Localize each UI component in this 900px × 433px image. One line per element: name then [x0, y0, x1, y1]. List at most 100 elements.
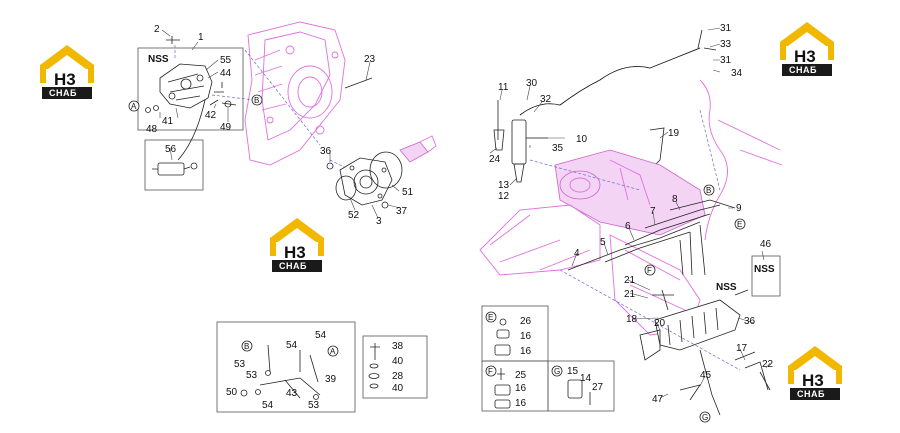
nss-label-2: NSS — [754, 264, 775, 275]
callout: 16 — [520, 331, 532, 342]
callout: 6 — [625, 221, 631, 232]
ref-marker-E: E — [734, 218, 746, 230]
injector-10 — [511, 119, 548, 183]
callout: 5 — [600, 237, 606, 248]
bracket-19 — [649, 127, 665, 167]
callout: 8 — [672, 194, 678, 205]
linkage-parts — [240, 344, 321, 400]
svg-text:A: A — [330, 347, 336, 356]
nss-label-1: NSS — [148, 54, 169, 65]
ref-marker-G: G — [551, 365, 563, 377]
guide-lines-left — [174, 45, 361, 176]
callout: 54 — [286, 340, 298, 351]
vent-lines — [717, 119, 783, 166]
leader-lines — [159, 27, 771, 399]
svg-text:E: E — [488, 313, 493, 322]
callout: 17 — [736, 343, 748, 354]
ref-marker-E: E — [485, 311, 497, 323]
callout: 50 — [226, 387, 238, 398]
callout: 20 — [654, 318, 666, 329]
callout: 49 — [220, 122, 232, 133]
callout: 13 — [498, 180, 510, 191]
callout: 46 — [760, 239, 772, 250]
callout: 51 — [402, 187, 414, 198]
callout: 56 — [165, 144, 177, 155]
group-box-linkage — [216, 321, 356, 413]
ref-marker-G: G — [699, 411, 711, 423]
callout: 39 — [325, 374, 337, 385]
callout-numbers: 2 1 55 44 41 42 48 49 56 23 36 51 52 3 3… — [146, 23, 774, 411]
callout: 36 — [320, 146, 332, 157]
callout: 34 — [731, 68, 743, 79]
group-box-nss-upper — [137, 47, 244, 131]
callout: 10 — [576, 134, 588, 145]
svg-text:СНАБ: СНАБ — [279, 261, 307, 271]
svg-text:H3: H3 — [284, 243, 306, 262]
svg-text:СНАБ: СНАБ — [49, 88, 77, 98]
svg-text:B: B — [254, 96, 259, 105]
bolt-22 — [759, 371, 771, 391]
callout: 48 — [146, 124, 158, 135]
watermark-logo: H3 СНАБ — [40, 45, 94, 99]
svg-text:B: B — [244, 342, 249, 351]
callout: 40 — [392, 383, 404, 394]
callout: 33 — [720, 39, 732, 50]
callout: 44 — [220, 68, 232, 79]
callout: 7 — [650, 206, 656, 217]
ref-marker-F: F — [485, 365, 497, 377]
callout: 53 — [234, 359, 246, 370]
ref-marker-A: A — [128, 100, 140, 112]
svg-text:F: F — [488, 367, 493, 376]
callout: 15 — [567, 366, 579, 377]
svg-text:F: F — [647, 266, 652, 275]
watermark-logo: H3 СНАБ — [270, 218, 324, 272]
callout: 30 — [526, 78, 538, 89]
svg-text:СНАБ: СНАБ — [797, 389, 825, 399]
callout: 1 — [198, 32, 204, 43]
callout: 32 — [540, 94, 552, 105]
callout: 16 — [515, 398, 527, 409]
group-box-38 — [362, 335, 428, 399]
injection-pump-20 — [639, 299, 741, 416]
group-box-56 — [144, 139, 204, 191]
return-line-end — [697, 29, 717, 51]
group-box-G — [547, 360, 615, 412]
engine-block-outline — [244, 21, 346, 166]
watermark-logo: H3 СНАБ — [780, 22, 834, 76]
callout: 54 — [315, 330, 327, 341]
washer-36 — [326, 162, 334, 170]
watermark-logo: H3 СНАБ — [788, 346, 842, 400]
callout: 21 — [624, 275, 636, 286]
callout: 9 — [736, 203, 742, 214]
group-box-nss-46 — [751, 255, 781, 297]
clamps — [494, 318, 591, 409]
callout: 22 — [762, 359, 774, 370]
breather-pipe — [699, 79, 728, 241]
callout: 16 — [515, 383, 527, 394]
fitting-nss-right — [734, 289, 749, 296]
callout: 41 — [162, 116, 174, 127]
svg-text:СНАБ: СНАБ — [789, 65, 817, 75]
callout: 37 — [396, 206, 408, 217]
callout: 3 — [376, 216, 382, 227]
hose-arc — [177, 99, 206, 161]
callout: 28 — [392, 371, 404, 382]
bracket-21 — [652, 289, 674, 311]
ref-marker-B: B — [241, 340, 253, 352]
callout: 19 — [668, 128, 680, 139]
hp-pipes — [567, 199, 736, 276]
svg-text:B: B — [706, 186, 711, 195]
callout: 53 — [308, 400, 320, 411]
callout: 12 — [498, 191, 510, 202]
callout: 21 — [624, 289, 636, 300]
injection-pump-body — [554, 149, 706, 236]
bolt-set-38 — [368, 343, 380, 389]
svg-text:G: G — [554, 367, 560, 376]
callout: 45 — [700, 370, 712, 381]
callout: 23 — [364, 54, 376, 65]
pump-shaft — [399, 135, 437, 163]
callout: 2 — [154, 24, 160, 35]
svg-text:H3: H3 — [54, 70, 76, 89]
callout: 53 — [246, 370, 258, 381]
